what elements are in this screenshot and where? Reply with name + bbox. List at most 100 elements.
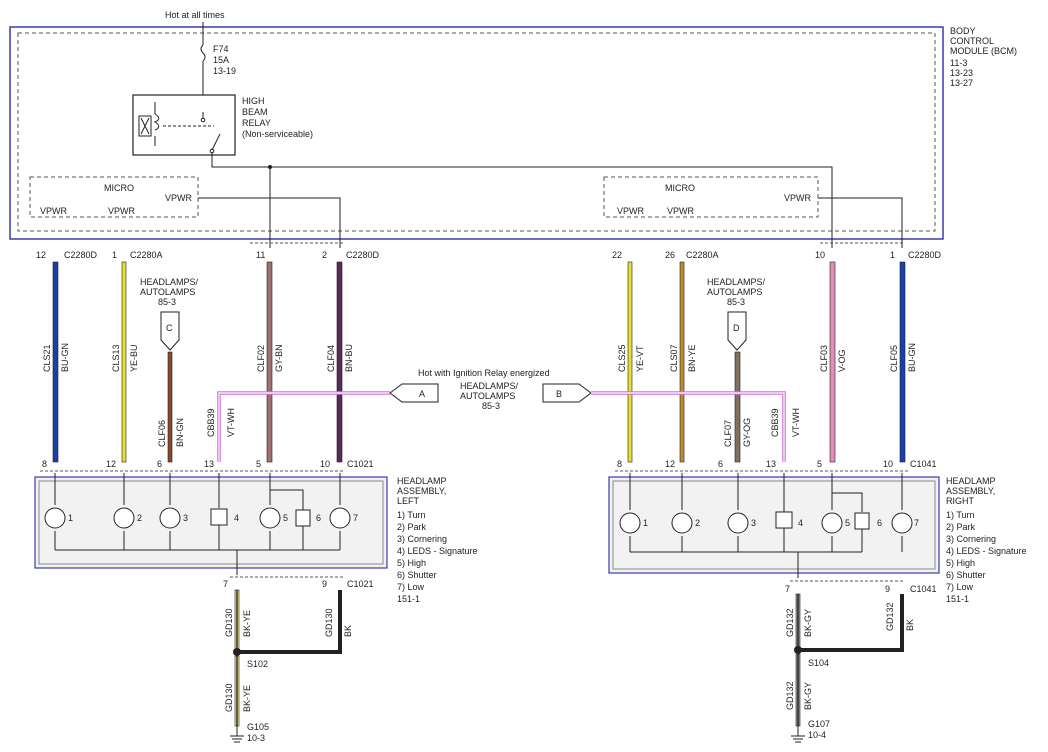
pin-lb-4: 13 [204, 459, 214, 469]
lamp-list-r6: 6) Shutter [946, 570, 986, 580]
conn-c1041-bottom: C1041 [910, 584, 937, 594]
lamp-list-r1: 1) Turn [946, 510, 975, 520]
assembly-left-inner [38, 480, 384, 565]
micro-left-vpwr-2: VPWR [108, 206, 136, 216]
micro-right-vpwr-3: VPWR [784, 193, 812, 203]
lbl-cls07: CLS07 [669, 344, 679, 372]
micro-left-vpwr-1: VPWR [40, 206, 68, 216]
bulb-icon-l1 [44, 507, 66, 529]
pin-right-top-1: 22 [612, 250, 622, 260]
hot-at-all-times-label: Hot at all times [165, 10, 225, 20]
lamp-list-l2: 2) Park [397, 522, 427, 532]
shutter-icon-r6 [854, 512, 870, 530]
assembly-right-inner [612, 480, 936, 570]
pin-rb-4: 13 [766, 459, 776, 469]
bcm-inner-box [17, 32, 936, 232]
assembly-left-l2: ASSEMBLY, [397, 486, 446, 496]
conn-c2280d-right: C2280D [908, 250, 942, 260]
lbl-bu-gn-l: BU-GN [60, 343, 70, 372]
conn-b: B [556, 389, 562, 399]
lamp-num-l3: 3 [183, 513, 188, 523]
lbl-gd132-3: GD132 [785, 681, 795, 710]
splice-s104 [794, 646, 802, 654]
bcm-label-2: CONTROL [950, 36, 994, 46]
lamp-list-r8: 151-1 [946, 594, 969, 604]
wire-cls21 [52, 261, 59, 463]
d-ref-3: 85-3 [727, 297, 745, 307]
c-ref-3: 85-3 [158, 297, 176, 307]
bulb-icon-r7 [891, 512, 913, 534]
relay-out-right [270, 166, 833, 248]
lbl-bk-2: BK [905, 619, 915, 631]
bulb-icon-l3 [159, 507, 181, 529]
conn-c2280a-left: C2280A [130, 250, 163, 260]
lamp-list-r3: 3) Cornering [946, 534, 996, 544]
lamp-list-r2: 2) Park [946, 522, 976, 532]
pin-lg-1: 7 [223, 579, 228, 589]
relay-label-4: (Non-serviceable) [242, 129, 313, 139]
lbl-clf04: CLF04 [326, 345, 336, 372]
assembly-left-l3: LEFT [397, 496, 420, 506]
pin-left-top-3: 11 [256, 250, 265, 260]
pin-rb-6: 10 [883, 459, 893, 469]
c-ref-2: AUTOLAMPS [140, 287, 195, 297]
assembly-right-l1: HEADLAMP [946, 476, 996, 486]
lbl-gd130-1: GD130 [224, 608, 234, 637]
pin-lb-2: 12 [106, 459, 116, 469]
ground-g107-ref: 10-4 [808, 730, 826, 740]
wire-clf07 [734, 351, 741, 463]
wire-cls13 [121, 261, 127, 463]
assembly-right-l3: RIGHT [946, 496, 975, 506]
lbl-clf06: CLF06 [157, 420, 167, 447]
relay-out-left [211, 152, 271, 248]
bulb-icon-r2 [671, 512, 693, 534]
bcm-label-3: MODULE (BCM) [950, 46, 1017, 56]
bulb-icon-r3 [727, 512, 749, 534]
lamp-num-l2: 2 [137, 513, 142, 523]
splice-s102-label: S102 [247, 659, 268, 669]
lbl-clf07: CLF07 [723, 420, 733, 447]
ground-g105-icon [230, 726, 244, 743]
conn-c2280a-right: C2280A [686, 250, 719, 260]
conn-c1021-top: C1021 [347, 459, 374, 469]
micro-right-vpwr-1: VPWR [617, 206, 645, 216]
fuse-name: F74 [213, 44, 229, 54]
pin-left-top-1: 12 [36, 250, 46, 260]
relay-label-1: HIGH [242, 96, 265, 106]
lbl-bu-gn-r: BU-GN [907, 343, 917, 372]
wire-cls25 [627, 261, 633, 463]
relay-coil-wind [153, 113, 160, 131]
lamp-list-l7: 7) Low [397, 582, 425, 592]
lamp-list-r5: 5) High [946, 558, 975, 568]
lamp-list-r4: 4) LEDS - Signature [946, 546, 1027, 556]
micro-right-vpwr-2: VPWR [667, 206, 695, 216]
micro-left-vpwr-3: VPWR [165, 193, 193, 203]
pin-rb-2: 12 [665, 459, 675, 469]
connector-a-tag [389, 383, 439, 403]
lbl-bk-gy-2: BK-GY [803, 682, 813, 710]
lbl-clf02: CLF02 [256, 345, 266, 372]
lamp-icons-right [619, 511, 913, 534]
micro-right-out [818, 197, 903, 248]
lbl-ye-bu: YE-BU [129, 344, 139, 372]
pin-lb-3: 6 [157, 459, 162, 469]
lamp-list-l3: 3) Cornering [397, 534, 447, 544]
lamp-icons-left [44, 507, 351, 529]
lbl-bk-ye-2: BK-YE [242, 685, 252, 712]
fuse-icon [200, 44, 206, 62]
lbl-cbb39-r: CBB39 [770, 408, 780, 437]
lbl-gy-bn: GY-BN [274, 344, 284, 372]
lbl-bn-ye: BN-YE [687, 344, 697, 372]
assembly-left-l1: HEADLAMP [397, 476, 447, 486]
right-bottom-pins: 8 12 6 13 5 10 C1041 [617, 459, 937, 469]
lbl-gd132-1: GD132 [785, 608, 795, 637]
lamp-num-r2: 2 [695, 518, 700, 528]
wire-clf05 [899, 261, 906, 463]
ground-g107-label: G107 [808, 719, 830, 729]
ign-ref-3: 85-3 [482, 401, 500, 411]
ground-g105-label: G105 [247, 722, 269, 732]
relay-switch-blade [211, 133, 221, 151]
connector-b-tag [542, 383, 592, 403]
wire-clf06 [167, 351, 173, 463]
